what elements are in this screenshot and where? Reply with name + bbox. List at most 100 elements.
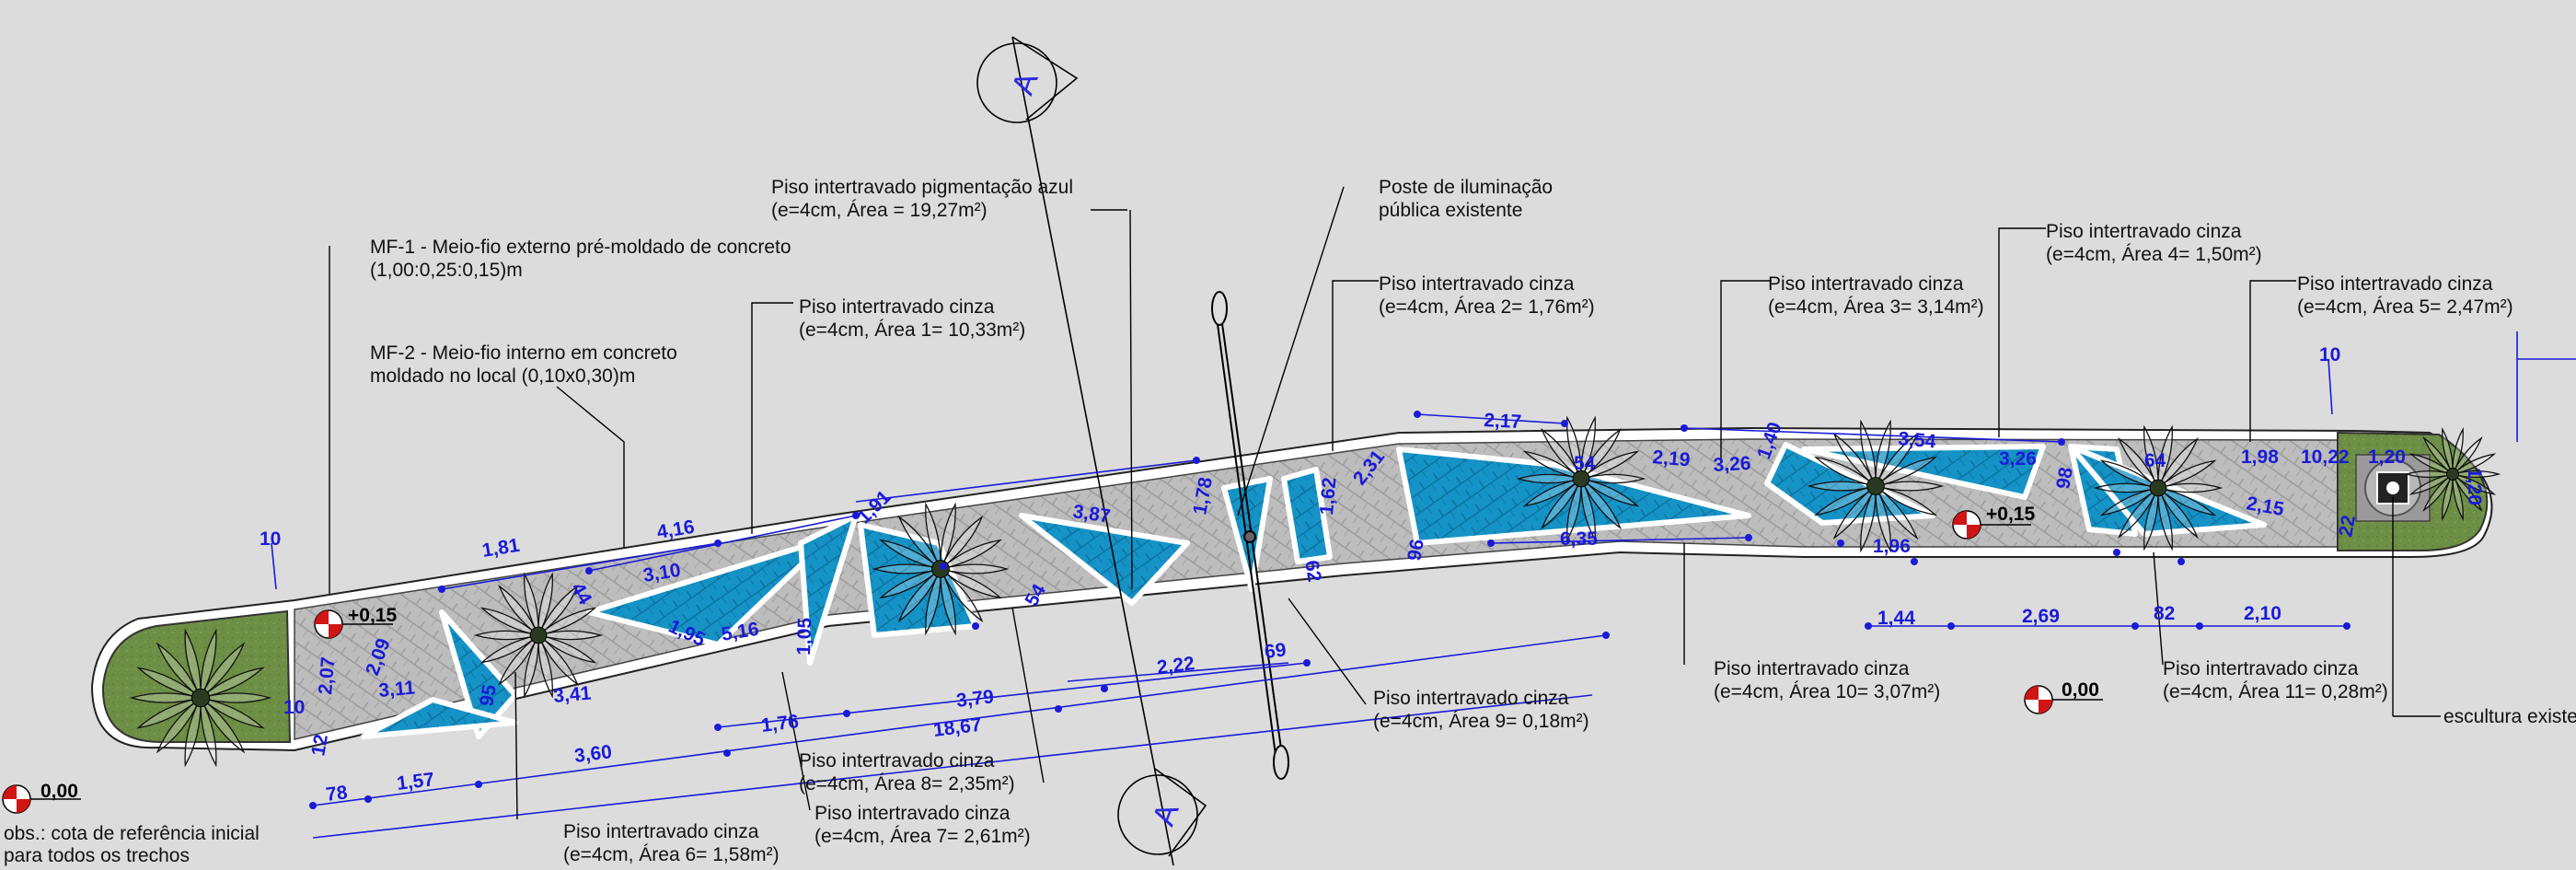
callout-area7-line1: Piso intertravado cinza bbox=[814, 803, 1011, 824]
callout-area10: Piso intertravado cinza (e=4cm, Área 10=… bbox=[1714, 658, 1940, 702]
palm-frond bbox=[879, 568, 941, 599]
callout-area6: Piso intertravado cinza (e=4cm, Área 6= … bbox=[563, 821, 780, 865]
palm-frond bbox=[2452, 470, 2501, 479]
callout-area8-line2: (e=4cm, Área 8= 2,35m²) bbox=[799, 773, 1015, 795]
dim-label: 64 bbox=[2144, 450, 2166, 471]
level-marker-mid-icon bbox=[1952, 510, 2031, 539]
dim-label: 10 bbox=[2319, 344, 2340, 365]
callout-area1-line2: (e=4cm, Área 1= 10,33m²) bbox=[799, 319, 1025, 341]
palm-frond bbox=[879, 539, 941, 570]
palm-frond bbox=[537, 634, 597, 664]
level-marker-ref-left-icon bbox=[2, 784, 81, 814]
palm-frond bbox=[156, 697, 202, 754]
section-line-a bbox=[976, 36, 1207, 866]
blue-area bbox=[798, 513, 859, 666]
callout-poste: Poste de iluminação pública existente bbox=[1379, 177, 1553, 221]
dim-line bbox=[1067, 662, 1289, 682]
palm-frond bbox=[524, 572, 539, 636]
dim-tick bbox=[2058, 438, 2065, 446]
palm-frond bbox=[872, 563, 941, 574]
dim-tick bbox=[1911, 558, 1918, 565]
callout-area10-line2: (e=4cm, Área 10= 3,07m²) bbox=[1714, 681, 1940, 702]
callout-mf2: MF-2 - Meio-fio interno em concreto mold… bbox=[370, 342, 677, 387]
palm-frond bbox=[2099, 459, 2159, 489]
palm-frond bbox=[2452, 473, 2497, 495]
palm-frond bbox=[2442, 473, 2454, 522]
callout-azul-line1: Piso intertravado pigmentação azul bbox=[771, 177, 1073, 198]
callout-area2-line2: (e=4cm, Área 2= 1,76m²) bbox=[1379, 296, 1595, 318]
leader bbox=[1237, 186, 1345, 516]
dim-tick bbox=[1303, 659, 1311, 667]
blue-area bbox=[1801, 444, 2046, 500]
callout-area9: Piso intertravado cinza (e=4cm, Área 9= … bbox=[1373, 688, 1589, 732]
palm-frond bbox=[1580, 473, 1646, 484]
level-ref-left-label: 0,00 bbox=[40, 781, 78, 802]
dim-tick bbox=[843, 710, 850, 717]
dim-line bbox=[588, 515, 857, 572]
palm-frond bbox=[2157, 482, 2224, 493]
pole-base-icon bbox=[1243, 530, 1256, 543]
palm-frond bbox=[940, 568, 956, 636]
dim-tick bbox=[1487, 539, 1495, 547]
callout-azul-line2: (e=4cm, Área = 19,27m²) bbox=[771, 200, 988, 221]
dim-label: 3,54 bbox=[1898, 428, 1937, 453]
dim-tick bbox=[714, 724, 722, 731]
dim-label: 3,26 bbox=[1713, 453, 1751, 476]
dim-label: 1,20 bbox=[2368, 447, 2406, 468]
palm-frond bbox=[200, 667, 265, 699]
dim-tick bbox=[1947, 622, 1955, 630]
palm-frond bbox=[940, 515, 984, 570]
palm-tree-icon bbox=[872, 502, 1010, 636]
dim-label: 2,19 bbox=[1652, 447, 1692, 470]
dim-label: 98 bbox=[2052, 466, 2077, 491]
dim-label: 2,22 bbox=[1156, 653, 1196, 679]
leader-lines bbox=[329, 186, 2394, 820]
dim-tick bbox=[2196, 622, 2203, 630]
callout-area3: Piso intertravado cinza (e=4cm, Área 3= … bbox=[1768, 273, 1984, 318]
callout-area7: Piso intertravado cinza (e=4cm, Área 7= … bbox=[814, 803, 1031, 847]
palm-frond bbox=[479, 607, 539, 636]
dim-tick bbox=[940, 563, 947, 570]
callout-area10-line1: Piso intertravado cinza bbox=[1714, 658, 1910, 679]
callout-area4-line1: Piso intertravado cinza bbox=[2046, 221, 2242, 242]
palm-frond bbox=[2452, 436, 2483, 475]
callout-area5: Piso intertravado cinza (e=4cm, Área 5= … bbox=[2297, 273, 2513, 318]
obs-line2: para todos os trechos bbox=[4, 845, 190, 866]
dim-label: 1,96 bbox=[1873, 536, 1911, 557]
dim-label: 1,98 bbox=[2241, 447, 2279, 468]
palm-frond bbox=[897, 515, 941, 570]
dim-tick bbox=[714, 539, 722, 547]
palm-frond bbox=[1580, 478, 1640, 507]
palm-frond bbox=[537, 585, 579, 636]
palm-frond bbox=[1807, 481, 1877, 492]
dim-tick bbox=[972, 622, 979, 630]
leader bbox=[556, 386, 625, 548]
dim-label: 18,67 bbox=[932, 714, 983, 741]
dim-line bbox=[1683, 427, 2062, 443]
callout-mf1-line2: (1,00:0,25:0,15)m bbox=[370, 260, 523, 281]
palm-frond bbox=[473, 630, 539, 641]
level-mid-label: +0,15 bbox=[1986, 504, 2035, 525]
palm-frond bbox=[1580, 478, 1596, 542]
palm-tree-icon bbox=[2093, 424, 2224, 551]
dim-tick bbox=[1101, 685, 1108, 692]
palm-frond bbox=[184, 697, 202, 768]
dim-label: 2,17 bbox=[1484, 410, 1522, 433]
callout-area1: Piso intertravado cinza (e=4cm, Área 1= … bbox=[799, 296, 1025, 341]
callout-area4-line2: (e=4cm, Área 4= 1,50m²) bbox=[2046, 244, 2262, 265]
callout-area6-line1: Piso intertravado cinza bbox=[563, 821, 759, 842]
palm-frond bbox=[2409, 473, 2454, 495]
palm-frond bbox=[2404, 470, 2454, 479]
section-arrow-bottom-icon bbox=[1154, 768, 1207, 857]
dim-tick bbox=[1865, 622, 1872, 630]
dim-label: 2,69 bbox=[2022, 606, 2060, 627]
dim-label: 12 bbox=[307, 733, 332, 758]
dim-tick bbox=[438, 586, 445, 593]
palm-frond bbox=[940, 568, 984, 623]
leader bbox=[751, 302, 793, 534]
palm-frond bbox=[1875, 485, 1919, 540]
dimension-ticks bbox=[309, 411, 2351, 809]
palm-frond bbox=[1516, 473, 1582, 484]
dim-line bbox=[271, 542, 277, 590]
palm-trunk bbox=[2149, 479, 2167, 497]
